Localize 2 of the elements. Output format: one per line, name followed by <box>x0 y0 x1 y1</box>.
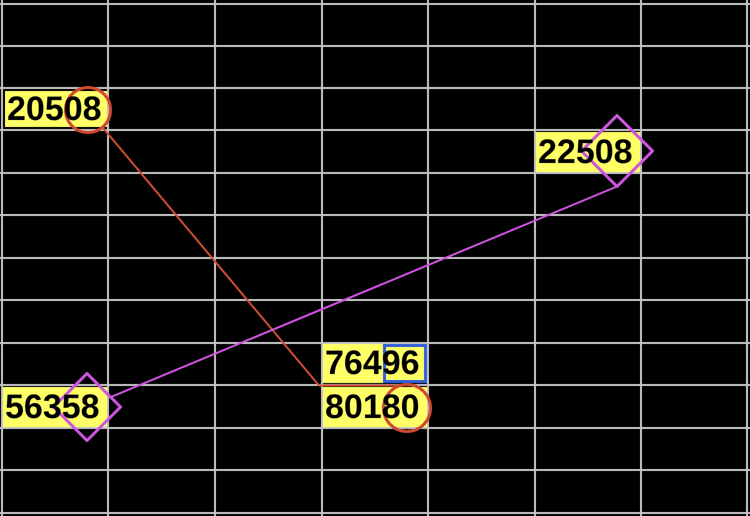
connector-line <box>110 186 618 398</box>
connector-line <box>102 126 400 386</box>
